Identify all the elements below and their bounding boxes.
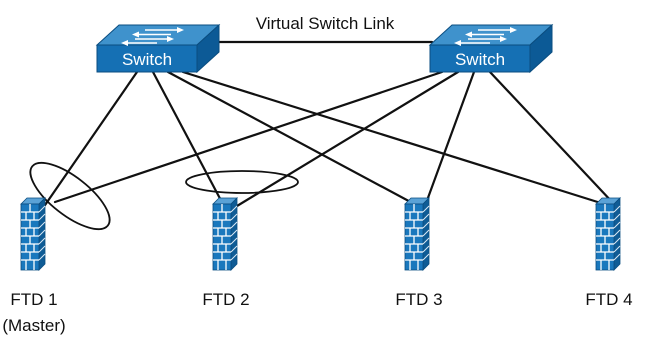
firewall-ftd4 xyxy=(595,197,621,271)
link-sw1-ftd3 xyxy=(166,70,420,208)
link-sw2-ftd1 xyxy=(53,70,444,204)
switch-right-label: Switch xyxy=(455,50,505,69)
connections xyxy=(41,40,616,210)
firewall-ftd1 xyxy=(20,197,46,271)
switch-right: Switch xyxy=(429,24,553,73)
port-channel-ellipse-ftd2 xyxy=(185,170,299,194)
link-sw1-ftd4 xyxy=(181,70,606,206)
virtual-switch-link-label: Virtual Switch Link xyxy=(256,14,395,33)
firewall-ftd3 xyxy=(404,197,430,271)
link-sw1-ftd1 xyxy=(41,70,139,210)
ftd1-role-label: (Master) xyxy=(2,316,65,335)
switch-left-label: Switch xyxy=(122,50,172,69)
virtual-switch-link-label-bg xyxy=(232,12,418,34)
ftd3-label: FTD 3 xyxy=(395,290,442,309)
port-channel-ellipse-ftd1 xyxy=(29,161,111,231)
link-sw2-ftd3 xyxy=(423,70,476,208)
firewall-ftd2 xyxy=(212,197,238,271)
switch-left: Switch xyxy=(96,24,220,73)
ftd4-label: FTD 4 xyxy=(585,290,632,309)
link-sw2-ftd4 xyxy=(488,70,616,206)
link-sw2-ftd2 xyxy=(235,70,460,208)
link-sw1-ftd2 xyxy=(151,70,227,210)
ftd1-label: FTD 1 xyxy=(10,290,57,309)
ftd2-label: FTD 2 xyxy=(202,290,249,309)
